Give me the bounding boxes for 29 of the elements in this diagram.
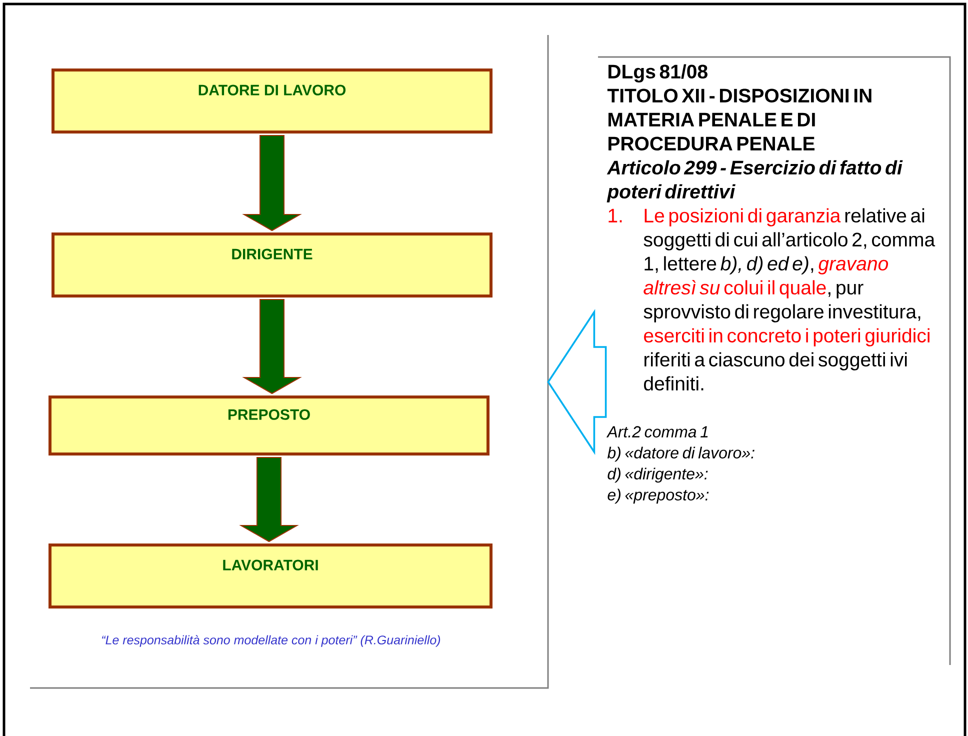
node-label: soggetti di cui all’articolo 2, comma bbox=[644, 232, 936, 250]
article-text: 1. Le posizioni di garanzia relative ai soggetti di cui all’articolo 2, comma 1, lettere b), d) ed e), gravano altresì su colui il quale, pur sprovvisto di regolare investitura, eserciti in concreto i poteri giuridici riferiti a ciascuno dei soggetti ivi definiti. bbox=[608, 208, 936, 390]
note-line: d) «dirigente»: bbox=[608, 468, 708, 483]
node-label: Le posizioni di garanzia bbox=[644, 208, 841, 226]
role-box: DIRIGENTE bbox=[52, 232, 492, 298]
text-panel bbox=[598, 56, 951, 665]
block-arrow bbox=[242, 135, 302, 232]
note-line: Art.2 comma 1 bbox=[606, 426, 708, 438]
note-line: e) «preposto»: bbox=[608, 488, 709, 504]
quote: “Le responsabilità sono modellate con i poteri” (R.Guariniello) bbox=[102, 635, 440, 647]
node-label: , pur bbox=[828, 284, 864, 298]
role-box: DATORE DI LAVORO bbox=[52, 68, 492, 134]
role-box: PREPOSTO bbox=[48, 396, 490, 456]
node-label: gravano bbox=[818, 260, 888, 274]
node-label: sprovvisto di regolare investitura, bbox=[644, 304, 920, 322]
role-box: LAVORATORI bbox=[48, 544, 492, 608]
block-arrow bbox=[547, 308, 607, 455]
node-label: eserciti in concreto i poteri giuridici bbox=[644, 328, 930, 346]
node-label: colui il quale bbox=[724, 280, 826, 298]
panel bbox=[30, 35, 549, 689]
node-label: altresì su bbox=[644, 280, 720, 295]
node-label: relative ai bbox=[845, 208, 924, 223]
node-label: riferiti a ciascuno dei soggetti ivi definiti. bbox=[644, 352, 907, 391]
node-label: 1, lettere b), d) ed e), bbox=[644, 256, 814, 274]
node-label: 1. bbox=[608, 208, 622, 222]
block-arrow bbox=[242, 299, 302, 394]
heading: DLgs 81/08 TITOLO XII - DISPOSIZIONI IN MATERIA PENALE E DI PROCEDURA PENALE bbox=[607, 64, 872, 150]
block-arrow bbox=[239, 457, 299, 542]
note-line: b) «datore di lavoro»: bbox=[607, 446, 754, 462]
